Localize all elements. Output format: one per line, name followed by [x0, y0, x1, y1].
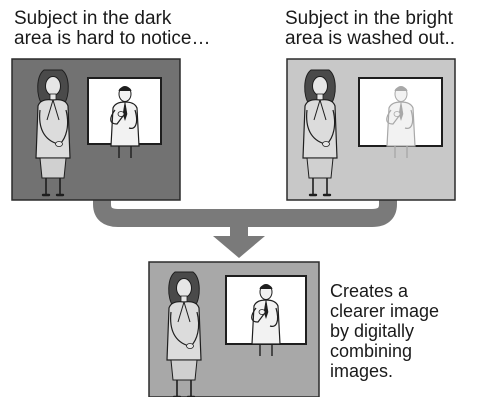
caption-line: Creates a — [330, 281, 409, 301]
caption-line: area is washed out.. — [285, 28, 456, 49]
bright-area-panel — [286, 58, 456, 201]
caption-line: combining — [330, 341, 413, 361]
caption-line: clearer image — [330, 301, 440, 321]
dark-area-panel — [11, 58, 181, 201]
result-panel — [148, 261, 320, 397]
dark-area-caption: Subject in the dark area is hard to noti… — [14, 9, 210, 49]
result-caption: Creates a clearer image by digitally com… — [330, 281, 439, 381]
caption-line: area is hard to notice… — [14, 28, 211, 49]
caption-line: images. — [330, 361, 394, 381]
caption-line: Subject in the dark — [14, 8, 172, 29]
bright-area-caption: Subject in the bright area is washed out… — [285, 9, 455, 49]
caption-line: by digitally — [330, 321, 415, 341]
arrow-head-icon — [213, 236, 265, 258]
arrow-shaft — [230, 218, 248, 238]
caption-line: Subject in the bright — [285, 8, 453, 29]
